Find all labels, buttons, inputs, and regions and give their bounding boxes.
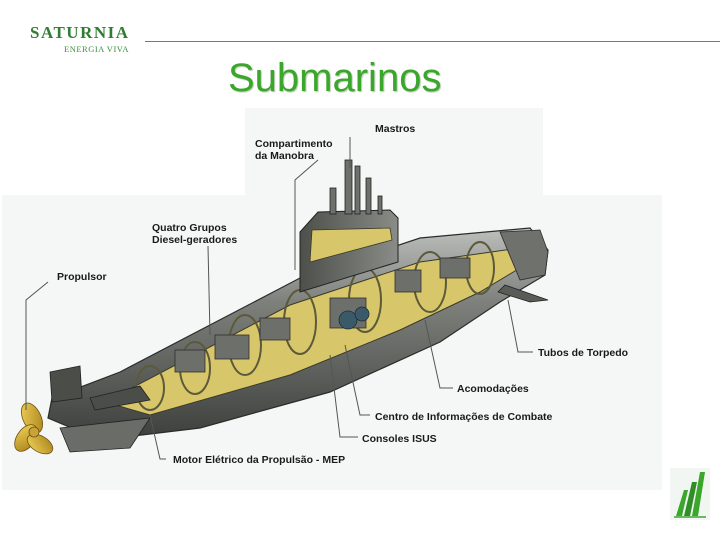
- company-logo: SATURNIA ENERGIA VIVA: [30, 23, 130, 54]
- label-mastros: Mastros: [375, 123, 416, 135]
- leader-consoles: [329, 354, 358, 438]
- submarine-stern: [49, 365, 151, 453]
- page-title: Submarinos: [228, 56, 442, 100]
- leader-propulsor: [25, 281, 49, 410]
- propeller: [14, 402, 54, 455]
- leader-tubos: [507, 299, 533, 353]
- label-centro-informacoes-combate: Centro de Informações de Combate: [375, 411, 553, 423]
- label-compartimento-line1: Compartimento: [255, 138, 333, 150]
- label-quatro-grupos-line1: Quatro Grupos: [152, 222, 227, 234]
- submarine-sail: [299, 159, 399, 293]
- leader-acomodacoes: [424, 319, 453, 389]
- submarine-hull: [47, 227, 549, 441]
- leader-centro: [344, 344, 370, 416]
- leader-motor: [149, 414, 166, 460]
- label-tubos-de-torpedo: Tubos de Torpedo: [538, 347, 629, 359]
- brand-mark-icon: [670, 468, 710, 520]
- label-motor-eletrico: Motor Elétrico da Propulsão - MEP: [173, 454, 346, 466]
- logo-tagline: ENERGIA VIVA: [64, 44, 129, 54]
- label-quatro-grupos-line2: Diesel-geradores: [152, 234, 238, 246]
- callout-leaders: [25, 137, 533, 460]
- label-consoles-isus: Consoles ISUS: [362, 433, 437, 445]
- leader-quatro-grupos: [207, 245, 211, 336]
- header-divider: [145, 41, 720, 42]
- label-compartimento-line2: da Manobra: [255, 150, 314, 162]
- label-propulsor: Propulsor: [57, 271, 107, 283]
- label-acomodacoes: Acomodações: [457, 383, 529, 395]
- logo-name: SATURNIA: [30, 23, 130, 42]
- leader-compartimento: [294, 159, 319, 270]
